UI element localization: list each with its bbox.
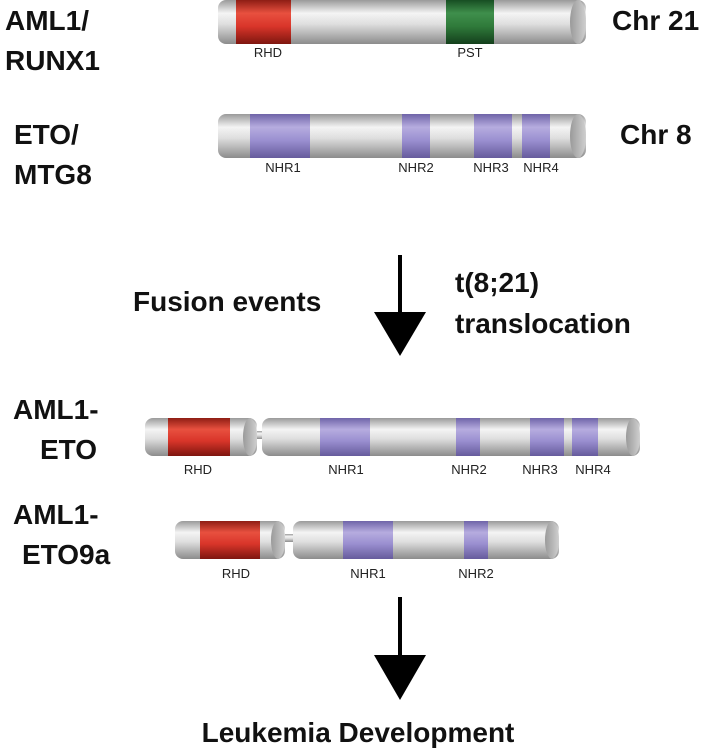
- eto-chromosome: Chr 8: [620, 119, 692, 150]
- eto-nhr4-domain: [522, 114, 550, 158]
- aml1-eto-rhd-domain: [168, 418, 230, 456]
- eto-nhr2-label: NHR2: [398, 160, 433, 175]
- eto-nhr4-label: NHR4: [523, 160, 558, 175]
- aml1-eto-nhr2-label: NHR2: [451, 462, 486, 477]
- aml1-chromosome: Chr 21: [612, 5, 699, 36]
- aml1-eto-nhr2-domain: [456, 418, 480, 456]
- aml1-eto9a-nhr2-domain: [464, 521, 488, 559]
- eto-nhr2-domain: [402, 114, 430, 158]
- eto-nhr1-domain: [250, 114, 310, 158]
- eto-bar-end-cap: [570, 114, 586, 158]
- aml1-pst-domain: [446, 0, 494, 44]
- translocation-line2: translocation: [455, 308, 631, 339]
- aml1-eto-fusion-bar: [145, 418, 640, 456]
- aml1-eto-name-line1: AML1-: [13, 394, 99, 425]
- eto-name-line1: ETO/: [14, 119, 79, 150]
- aml1-eto9a-name-line2: ETO9a: [22, 539, 111, 570]
- outcome-label: Leukemia Development: [202, 717, 515, 748]
- translocation-line1: t(8;21): [455, 267, 539, 298]
- aml1-eto9a-nhr2-label: NHR2: [458, 566, 493, 581]
- aml1-rhd-domain: [236, 0, 291, 44]
- aml1-eto9a-nhr1-label: NHR1: [350, 566, 385, 581]
- outcome-arrow: [374, 597, 426, 700]
- aml1-rhd-label: RHD: [254, 45, 282, 60]
- aml1-pst-label: PST: [457, 45, 482, 60]
- aml1-eto9a-rhd-domain: [200, 521, 260, 559]
- aml1-eto-rhd-label: RHD: [184, 462, 212, 477]
- aml1-name-line1: AML1/: [5, 5, 89, 36]
- fusion-events-label: Fusion events: [133, 286, 321, 317]
- eto-nhr3-label: NHR3: [473, 160, 508, 175]
- aml1-eto-nhr3-domain: [530, 418, 564, 456]
- eto-nhr3-domain: [474, 114, 512, 158]
- aml1-eto-nhr4-domain: [572, 418, 598, 456]
- eto-name-line2: MTG8: [14, 159, 92, 190]
- aml1-eto9a-rhd-label: RHD: [222, 566, 250, 581]
- aml1-eto-nhr3-label: NHR3: [522, 462, 557, 477]
- aml1-gene-bar: [218, 0, 586, 44]
- fusion-arrow: [374, 255, 426, 356]
- aml1-eto9a-nhr1-domain: [343, 521, 393, 559]
- eto-gene-bar: [218, 114, 586, 158]
- eto-nhr1-label: NHR1: [265, 160, 300, 175]
- aml1-eto-nhr1-label: NHR1: [328, 462, 363, 477]
- aml1-eto9a-name-line1: AML1-: [13, 499, 99, 530]
- aml1-eto9a-fusion-bar: [175, 521, 559, 559]
- aml1-name-line2: RUNX1: [5, 45, 100, 76]
- aml1-eto-linker: [245, 431, 275, 439]
- aml1-eto-nhr1-domain: [320, 418, 370, 456]
- aml1-eto-name-line2: ETO: [40, 434, 97, 465]
- aml1-eto9a-linker: [273, 534, 303, 542]
- aml1-eto-nhr4-label: NHR4: [575, 462, 610, 477]
- aml1-bar-end-cap: [570, 0, 586, 44]
